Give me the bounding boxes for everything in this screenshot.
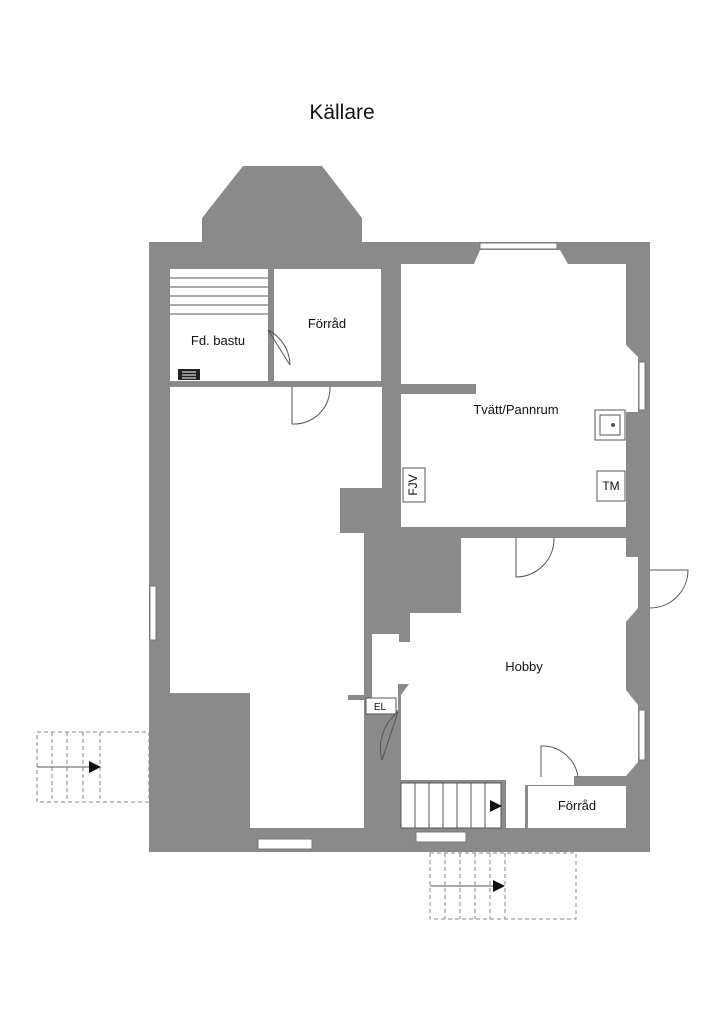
sauna-bench <box>170 277 268 315</box>
interior-stair <box>400 782 502 829</box>
room-hobby-floor <box>372 538 638 828</box>
fixture-tm-box <box>596 470 626 502</box>
fixture-sink <box>594 409 626 441</box>
exterior-stair-bottom <box>429 852 577 920</box>
sink-drain-icon <box>611 423 615 427</box>
room-storage-top-floor <box>274 269 381 381</box>
room-label-laundry: Tvätt/Pannrum <box>473 402 558 417</box>
exterior-stair-bottom-arrow-icon <box>493 880 505 892</box>
room-storage-bottom-floor <box>528 786 626 828</box>
fixture-tm-label: TM <box>602 479 619 493</box>
window-left <box>149 585 157 641</box>
room-floors <box>170 250 638 828</box>
exterior-stair-left-arrow-icon <box>89 761 101 773</box>
door-exterior-right <box>649 569 689 609</box>
plan-title: Källare <box>309 101 374 124</box>
room-laundry-floor <box>401 250 638 527</box>
room-label-storage-top: Förråd <box>308 316 346 331</box>
fixture-fjv-box <box>402 467 426 503</box>
fixture-el-label: EL <box>374 702 387 713</box>
room-label-sauna: Fd. bastu <box>191 333 245 348</box>
window-top <box>479 242 558 250</box>
door-laundry <box>515 537 555 578</box>
exterior-stair-left <box>36 731 150 803</box>
door-el <box>379 711 399 761</box>
window-right-upper <box>638 361 646 411</box>
room-label-hobby: Hobby <box>505 659 543 674</box>
fixture-el-box <box>365 697 397 715</box>
windows <box>149 242 646 850</box>
door-storage-bottom <box>540 745 579 778</box>
window-right-lower <box>638 709 646 761</box>
room-sauna-floor <box>170 269 268 381</box>
fixture-fjv-label: FJV <box>406 474 420 495</box>
door-storage-top <box>291 386 331 425</box>
room-main-floor <box>170 387 382 828</box>
stair-arrow-icon <box>490 800 502 812</box>
window-bottom-left <box>257 838 313 850</box>
doors <box>267 329 689 778</box>
window-bottom-mid <box>415 831 467 843</box>
room-label-storage-bottom: Förråd <box>558 798 596 813</box>
